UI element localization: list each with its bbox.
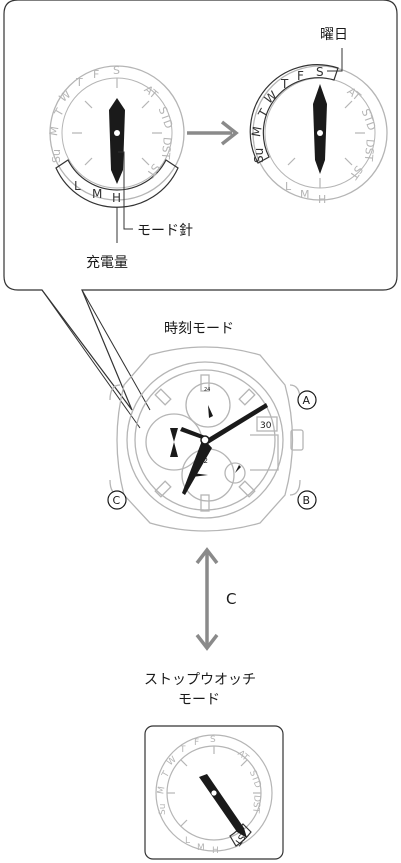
button-a-label: A bbox=[303, 394, 311, 407]
leader-mode-hand bbox=[118, 151, 133, 230]
dial-before bbox=[49, 65, 185, 208]
button-c[interactable]: C bbox=[106, 489, 128, 511]
watch-date: 30 bbox=[260, 421, 272, 431]
letter-m: M bbox=[47, 125, 61, 137]
letter-m-r: M bbox=[249, 125, 265, 138]
mode-hand-after bbox=[313, 84, 327, 174]
double-arrow-icon bbox=[195, 547, 219, 651]
letter-l-r: L bbox=[285, 180, 292, 193]
label-charge: 充電量 bbox=[86, 255, 128, 271]
callout-panel: S F T W T M Su AT STD DST ST L M H bbox=[3, 0, 398, 429]
label-mode-hand: モード針 bbox=[137, 223, 193, 239]
sw-letter-m-charge: M bbox=[197, 843, 205, 853]
button-c-label: C bbox=[113, 494, 121, 507]
letter-dst: DST bbox=[159, 137, 174, 161]
timekeeping-mode-title: 時刻モード bbox=[164, 321, 234, 337]
letter-m-charge: M bbox=[92, 187, 102, 201]
sw-letter-dst: DST bbox=[250, 795, 262, 814]
letter-t1-r: T bbox=[280, 77, 289, 91]
letter-s-r: S bbox=[316, 65, 324, 79]
leader-day bbox=[327, 48, 343, 72]
button-a[interactable]: A bbox=[296, 389, 318, 411]
stopwatch-dial-box: S F T W T M Su AT STD DST L M H ST bbox=[144, 725, 284, 860]
sw-letter-f: F bbox=[194, 738, 199, 748]
letter-su: Su bbox=[50, 149, 63, 163]
callout-pointer-right bbox=[81, 289, 151, 411]
sw-letter-su: Su bbox=[158, 804, 168, 815]
sw-letter-h: H bbox=[212, 846, 219, 856]
letter-h-r: H bbox=[318, 193, 326, 206]
label-day: 曜日 bbox=[320, 27, 348, 43]
letter-l: L bbox=[74, 179, 81, 193]
sw-letter-m: M bbox=[156, 786, 167, 795]
button-b[interactable]: B bbox=[296, 489, 318, 511]
stopwatch-mode-hand bbox=[199, 774, 247, 838]
mode-hand-before bbox=[109, 98, 125, 184]
callout-pointer-left bbox=[41, 289, 141, 429]
arrow-right-icon bbox=[187, 120, 239, 146]
letter-h: H bbox=[112, 191, 121, 205]
watch-twelve: 12 bbox=[199, 457, 208, 465]
transition-button-label: C bbox=[226, 590, 237, 608]
sw-letter-t1: T bbox=[179, 745, 186, 755]
stopwatch-title-line2: モード bbox=[178, 692, 220, 708]
sw-letter-s: S bbox=[210, 735, 216, 745]
sw-letter-l: L bbox=[185, 836, 190, 846]
dial-after bbox=[249, 64, 388, 201]
letter-dst-r: DST bbox=[362, 139, 377, 163]
watch-illustration: 12 24 30 bbox=[109, 346, 304, 532]
sw-letter-t2: T bbox=[160, 769, 172, 780]
letter-f-r: F bbox=[297, 69, 304, 83]
letter-m-charge-r: M bbox=[300, 188, 310, 201]
button-b-label: B bbox=[303, 494, 311, 507]
letter-s: S bbox=[113, 64, 120, 77]
letter-su-r: Su bbox=[252, 148, 266, 163]
watch-subdial-24: 24 bbox=[204, 387, 210, 393]
stopwatch-title-line1: ストップウオッチ bbox=[144, 672, 256, 688]
letter-t1: T bbox=[75, 76, 83, 89]
letter-f: F bbox=[93, 68, 99, 81]
callout-box-outline bbox=[3, 0, 398, 411]
